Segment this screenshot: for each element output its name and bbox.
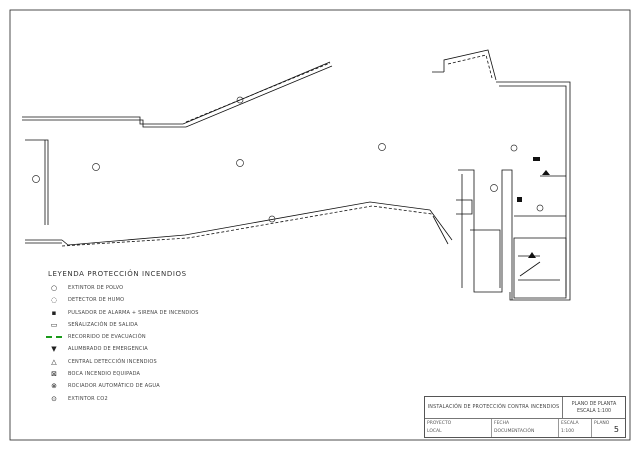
title-block-cell: ESCALA 1:100 [559,419,592,437]
bottom-wall [61,201,431,246]
upper-right-wall-inner [447,54,493,79]
detector-symbol [268,215,276,223]
legend-item: ◌ DETECTOR DE HUMO [48,296,308,304]
co2-extinguisher-icon: ⊙ [51,394,57,403]
legend-item-label: BOCA INCENDIO EQUIPADA [68,371,141,378]
title-block-cell: FECHA DOCUMENTACIÓN [492,419,559,437]
legend-item: ○ EXTINTOR DE POLVO [48,284,308,292]
stair-box [513,237,567,299]
emergency-light-icon: ▼ [51,345,57,354]
cell-label: PROYECTO [427,421,452,426]
fire-hose-icon: ⊠ [51,370,57,379]
legend-item-label: PULSADOR DE ALARMA + SIRENA DE INCENDIOS [68,309,199,316]
fire-panel-icon: △ [51,357,57,366]
cell-label: ESCALA [561,421,579,426]
cell-value: DOCUMENTACIÓN [494,429,535,434]
title-block-row: PROYECTO LOCAL FECHA DOCUMENTACIÓN ESCAL… [425,419,625,437]
legend-item: ⊗ ROCIADOR AUTOMÁTICO DE AGUA [48,382,308,390]
left-end-wall-bottom [25,239,62,244]
legend-item-label: RECORRIDO DE EVACUACIÓN [68,334,146,341]
sheet-number: 5 [613,425,619,434]
upper-right-wall [432,49,497,81]
cell-value: LOCAL [427,429,442,434]
evacuation-route-icon [46,333,62,341]
door-a [456,199,473,215]
right-building-wall [496,81,571,301]
legend-item-label: CENTRAL DETECCIÓN INCENDIOS [68,358,157,365]
core-outline [458,169,513,300]
detector-symbol [378,143,386,151]
detector-symbol [236,96,244,104]
legend-item: △ CENTRAL DETECCIÓN INCENDIOS [48,358,308,366]
legend-item-label: ROCIADOR AUTOMÁTICO DE AGUA [68,383,160,390]
bottom-wall-inner [61,205,433,247]
alarm-button-icon: ▪ [51,308,57,317]
exit-sign-icon: ▭ [50,320,58,329]
right-building-wall-inner [499,85,567,296]
legend-item: RECORRIDO DE EVACUACIÓN [46,333,308,341]
title-block-main: INSTALACIÓN DE PROTECCIÓN CONTRA INCENDI… [425,397,563,419]
title-block-side: PLANO DE PLANTA ESCALA 1:100 [563,397,625,419]
pulsador-symbol [517,197,522,202]
legend-item-label: SEÑALIZACIÓN DE SALIDA [68,321,138,328]
detector-symbol [92,163,100,171]
legend-item: ▭ SEÑALIZACIÓN DE SALIDA [48,321,308,329]
cell-value: 1:100 [561,429,574,434]
left-end-wall [25,139,49,225]
legend-item-label: EXTINTOR CO2 [68,395,108,402]
sheet-border [9,9,631,441]
legend-item-label: ALUMBRADO DE EMERGENCIA [68,346,148,353]
top-wall-dashed [185,62,331,123]
title-block-cell: PLANO 5 [592,419,625,437]
mid-partition [514,175,566,217]
emergency-light-symbol [542,170,550,175]
title-block: INSTALACIÓN DE PROTECCIÓN CONTRA INCENDI… [424,396,626,438]
top-wall-left [22,61,331,125]
detector-symbol [32,175,40,183]
smoke-detector-icon: ◌ [50,296,58,305]
exit-sign-symbol [533,157,540,161]
legend-item-label: EXTINTOR DE POLVO [68,285,124,291]
title-block-cell: PROYECTO LOCAL [425,419,492,437]
legend-item-label: DETECTOR DE HUMO [68,297,125,304]
legend-item: ⊙ EXTINTOR CO2 [48,395,308,403]
detector-symbol [490,184,498,192]
legend-item: ⊠ BOCA INCENDIO EQUIPADA [48,370,308,378]
arrow-symbol [528,252,536,258]
top-wall-left-inner [22,65,333,128]
legend-item: ▪ PULSADOR DE ALARMA + SIRENA DE INCENDI… [48,309,308,317]
legend-title: LEYENDA PROTECCIÓN INCENDIOS [48,270,187,278]
stair-lines [518,255,560,281]
title-block-side-line1: PLANO DE PLANTA [571,401,617,407]
cell-label: FECHA [494,421,510,426]
sprinkler-icon: ⊗ [51,382,57,391]
detector-symbol [536,204,544,212]
bottom-right-wall [429,209,453,245]
title-block-side-line2: ESCALA 1:100 [576,408,612,414]
core-inner [461,174,501,288]
legend: LEYENDA PROTECCIÓN INCENDIOS ○ EXTINTOR … [46,270,308,407]
cell-label: PLANO [594,421,610,426]
detector-symbol [236,159,244,167]
detector-symbol [510,144,518,152]
extinguisher-icon: ○ [50,284,58,292]
legend-item: ▼ ALUMBRADO DE EMERGENCIA [48,345,308,353]
